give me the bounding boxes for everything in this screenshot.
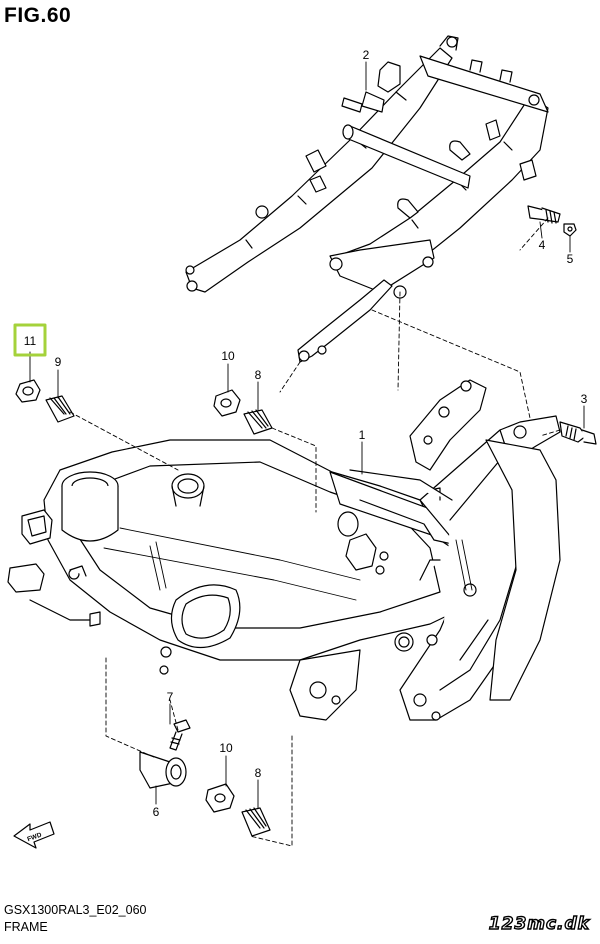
- callout-7[interactable]: 7: [167, 690, 174, 704]
- callout-6[interactable]: 6: [153, 805, 160, 819]
- callout-1[interactable]: 1: [359, 428, 366, 442]
- bushing-part-8-upper[interactable]: [243, 409, 273, 435]
- nut-part-5[interactable]: [563, 223, 577, 237]
- section-name: FRAME: [4, 920, 48, 934]
- callout-9[interactable]: 9: [55, 355, 62, 369]
- callout-8-upper[interactable]: 8: [255, 368, 262, 382]
- callout-leaders: [29, 61, 585, 809]
- nut-part-10-upper[interactable]: [213, 389, 241, 417]
- selected-callout-highlight: [13, 323, 47, 357]
- callout-3[interactable]: 3: [581, 392, 588, 406]
- bolt-part-4[interactable]: [527, 205, 561, 224]
- frame-detail-lines: [103, 527, 473, 601]
- callout-8-lower[interactable]: 8: [255, 766, 262, 780]
- model-code: GSX1300RAL3_E02_060: [4, 903, 147, 917]
- bolt-part-7[interactable]: [169, 719, 191, 751]
- assembly-guide-lines: [69, 217, 561, 847]
- callout-10-upper[interactable]: 10: [221, 349, 235, 363]
- forward-arrow: FWD: [13, 821, 55, 849]
- bushing-part-9[interactable]: [45, 395, 75, 423]
- callout-labels: 2 4 5 3 1 11 9 10 8 7 6 10 8: [24, 48, 588, 819]
- callout-11[interactable]: 11: [24, 334, 37, 348]
- seat-rail-guide-lines: [279, 291, 531, 419]
- forward-arrow-label: FWD: [26, 831, 43, 843]
- main-frame[interactable]: [7, 379, 561, 721]
- bolt-part-3[interactable]: [559, 421, 597, 445]
- collar-part-6[interactable]: [139, 751, 187, 789]
- figure-title: FIG.60: [4, 4, 72, 27]
- bushing-part-8-lower[interactable]: [241, 807, 271, 837]
- callout-2[interactable]: 2: [363, 48, 370, 62]
- seat-rail[interactable]: [185, 35, 549, 363]
- brand-watermark: 123mc.dk: [488, 913, 590, 934]
- nut-part-10-lower[interactable]: [205, 783, 235, 813]
- callout-5[interactable]: 5: [567, 252, 574, 266]
- nut-part-11[interactable]: [15, 379, 41, 403]
- callout-4[interactable]: 4: [539, 238, 546, 252]
- callout-10-lower[interactable]: 10: [219, 741, 233, 755]
